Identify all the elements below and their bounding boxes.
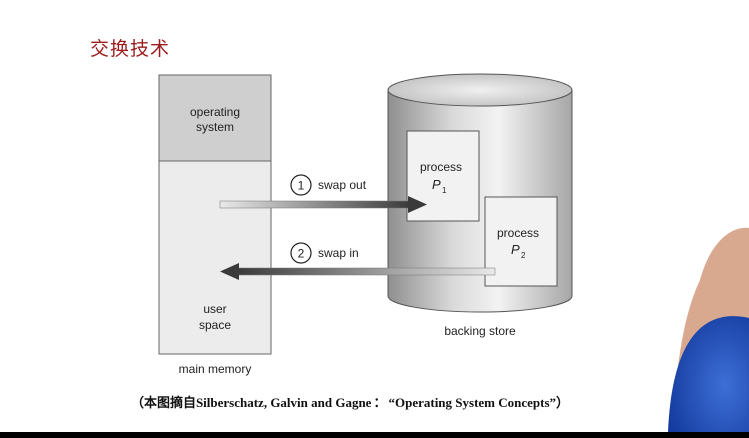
swap-in-label: swap in — [318, 246, 359, 260]
swap-in-arrow: 2 swap in — [220, 242, 496, 280]
process-p2-subscript: 2 — [521, 251, 526, 260]
caption-prefix: （本图摘自Silberschatz, Galvin and Gagne — [130, 395, 372, 410]
swap-out-label: swap out — [318, 178, 367, 192]
figure-source-caption: （本图摘自Silberschatz, Galvin and Gagne：“Ope… — [0, 392, 700, 411]
user-space-region — [158, 160, 272, 355]
swap-out-arrow: 1 swap out — [219, 174, 427, 213]
slide-title: 交换技术 — [90, 38, 171, 60]
swap-in-arrowhead — [220, 263, 239, 280]
user-space-label-line2: space — [199, 318, 231, 332]
main-memory-caption: main memory — [179, 362, 252, 376]
backing-store: process P 1 process P 2 backing store — [387, 73, 573, 338]
process-p2-label: process — [497, 226, 539, 240]
presenter-video-overlay — [668, 227, 749, 432]
os-label-line1: operating — [190, 105, 240, 119]
process-p1-label: process — [420, 160, 462, 174]
main-memory: operating system user space main memory — [158, 74, 272, 376]
swap-out-number-circle — [290, 174, 312, 196]
swap-in-number: 2 — [298, 247, 305, 261]
swap-in-arrow-shaft — [236, 267, 496, 276]
presenter-shirt — [668, 316, 749, 432]
swap-out-arrow-shaft — [219, 200, 411, 209]
process-p1-subscript: 1 — [442, 186, 447, 195]
swap-out-number: 1 — [298, 179, 305, 193]
backing-store-caption: backing store — [444, 324, 516, 338]
swap-in-number-circle — [290, 242, 312, 264]
user-space-label-line1: user — [203, 302, 226, 316]
caption-separator: ： — [373, 395, 387, 410]
swap-out-arrowhead — [408, 196, 427, 213]
process-p2-name: P — [511, 242, 520, 257]
operating-system-region — [158, 74, 272, 162]
process-p2-box — [484, 196, 558, 287]
backing-store-top — [387, 73, 573, 107]
caption-suffix: ） — [556, 395, 570, 410]
caption-book-title: “Operating System Concepts” — [388, 395, 557, 410]
process-p1-name: P — [432, 177, 441, 192]
os-label-line2: system — [196, 120, 234, 134]
